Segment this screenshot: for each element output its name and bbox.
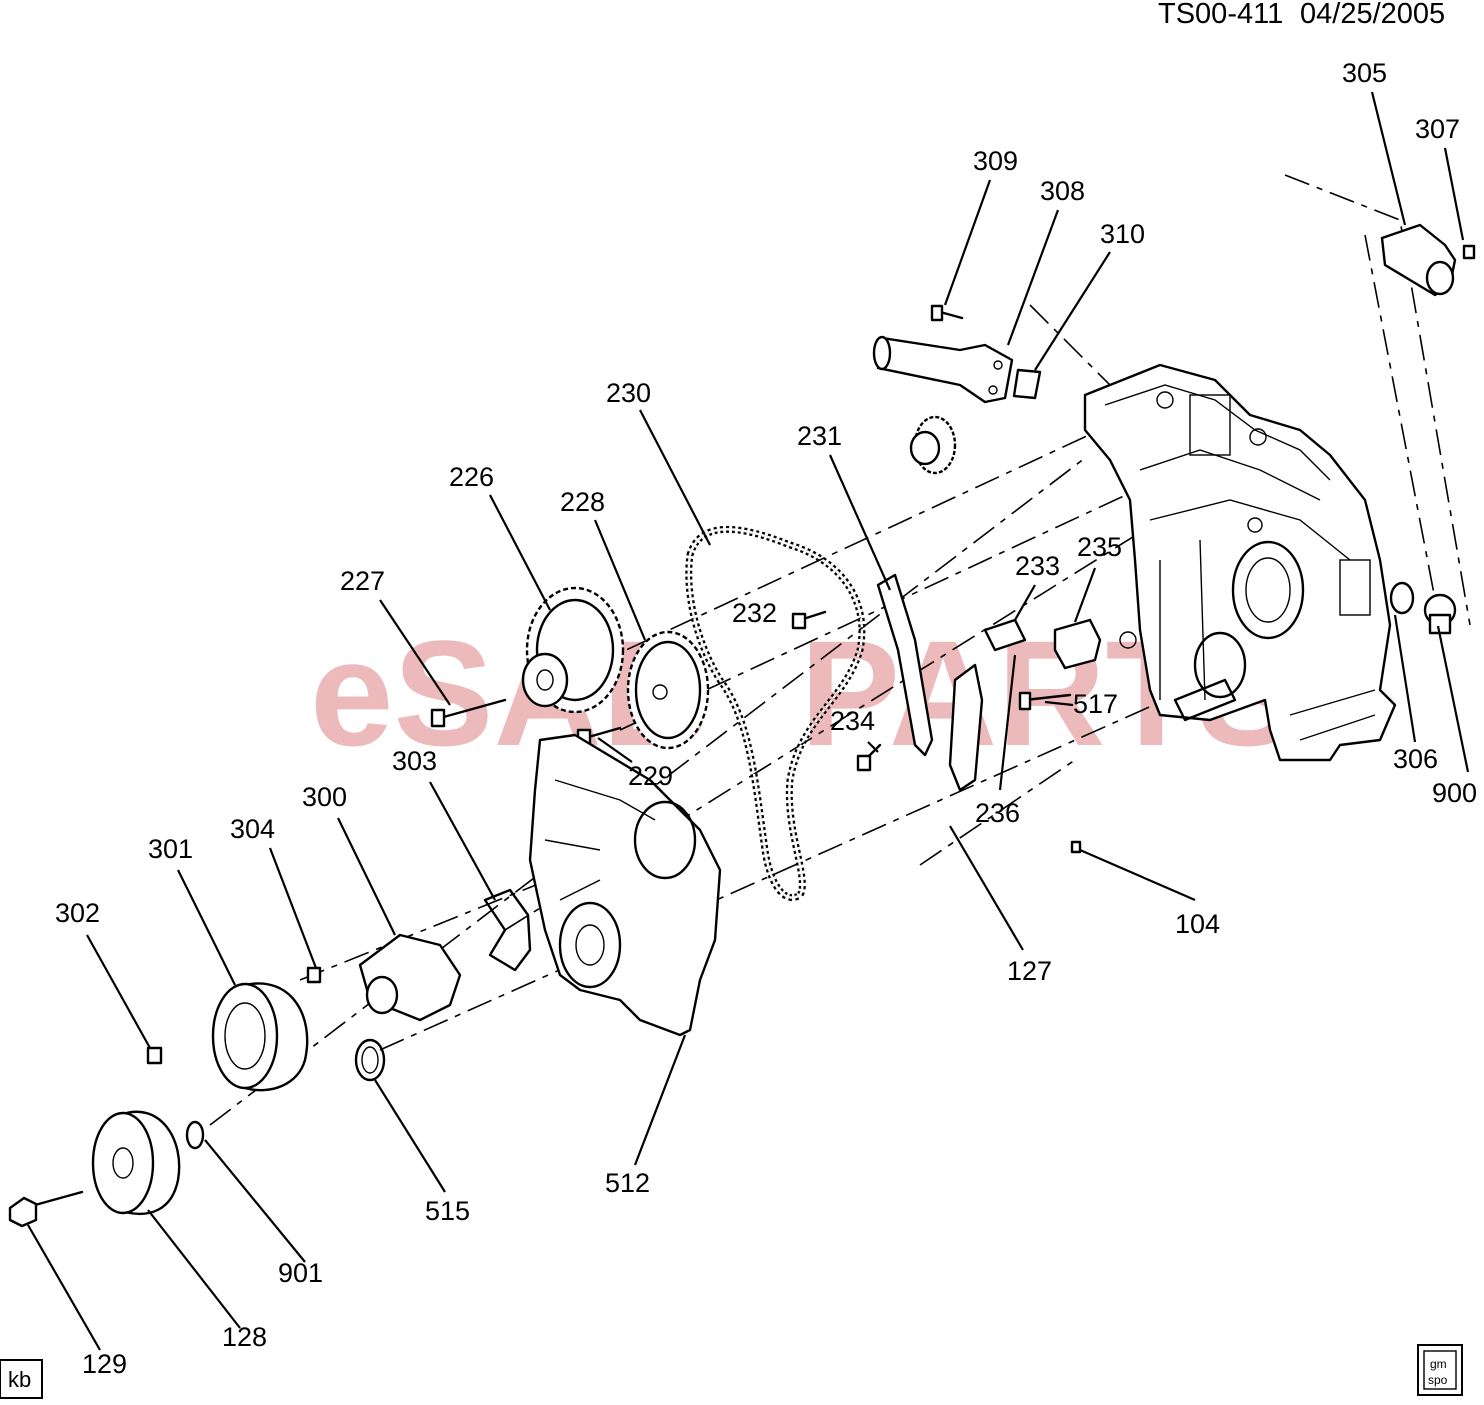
axis-thermostat	[1364, 234, 1441, 626]
callout-517: 517	[1073, 689, 1118, 719]
part-230-timing-chain	[685, 525, 866, 901]
callout-230: 230	[606, 378, 651, 408]
part-128-crank-balancer	[91, 1110, 181, 1216]
engine-block	[1083, 363, 1397, 762]
author-initials: kb	[8, 1367, 31, 1392]
callout-229: 229	[628, 761, 673, 791]
callout-104: 104	[1175, 909, 1220, 939]
callout-232: 232	[732, 598, 777, 628]
callout-228: 228	[560, 487, 605, 517]
callout-308: 308	[1040, 176, 1085, 206]
part-310-gasket	[1012, 368, 1042, 400]
part-512-front-cover	[528, 733, 722, 1037]
callout-306: 306	[1393, 744, 1438, 774]
axis-cover	[504, 519, 1161, 931]
callout-901: 901	[278, 1258, 323, 1288]
part-308-coolant-pipe	[872, 335, 1014, 404]
callout-233: 233	[1015, 551, 1060, 581]
diagram-id: TS00-411	[1158, 0, 1283, 30]
seal-bottom-text: spo	[1428, 1373, 1448, 1387]
part-303-gasket	[483, 888, 532, 972]
part-517-dowel-bolt	[1018, 691, 1072, 711]
callout-127: 127	[1007, 956, 1052, 986]
callout-305: 305	[1342, 58, 1387, 88]
part-307-bolt	[1462, 244, 1476, 260]
callout-302: 302	[55, 898, 100, 928]
diagram-date: 04/25/2005	[1300, 0, 1445, 30]
part-232-bolt	[791, 610, 827, 630]
callout-300: 300	[302, 782, 347, 812]
part-300-water-pump	[358, 933, 462, 1022]
callout-labels: 305 307 309 308 310 230 231 226 228 227 …	[55, 58, 1477, 1379]
callout-235: 235	[1077, 532, 1122, 562]
axis-thermostat-housing	[1284, 174, 1471, 626]
seal-top-text: gm	[1430, 1357, 1447, 1371]
axis-crank-sprocket	[919, 759, 1076, 866]
part-236-tensioner-shoe	[948, 663, 984, 792]
part-231-chain-guide	[876, 573, 934, 757]
part-302-bolt	[146, 1046, 163, 1065]
gm-spo-seal: gm spo	[1417, 1344, 1463, 1396]
part-234-bolt	[856, 743, 882, 772]
part-901-ring	[185, 1120, 205, 1150]
callout-301: 301	[148, 834, 193, 864]
part-305-thermostat-housing	[1380, 223, 1457, 297]
part-306-seal	[1389, 581, 1415, 615]
callout-310: 310	[1100, 219, 1145, 249]
callout-234: 234	[830, 706, 875, 736]
callout-512: 512	[605, 1168, 650, 1198]
part-515-seal	[354, 1038, 386, 1082]
part-228-cam-sprocket	[626, 630, 710, 750]
callout-309: 309	[973, 146, 1018, 176]
callout-129: 129	[82, 1349, 127, 1379]
callout-515: 515	[425, 1196, 470, 1226]
callout-307: 307	[1415, 114, 1460, 144]
callout-226: 226	[449, 462, 494, 492]
part-304-bolt	[306, 966, 322, 984]
part-301-pump-pulley	[211, 982, 309, 1092]
callout-236: 236	[975, 798, 1020, 828]
author-mark: kb	[0, 1359, 43, 1399]
part-900-thermostat	[1423, 593, 1457, 635]
part-129-crank-bolt	[8, 1190, 84, 1228]
part-235-tensioner-body	[1053, 618, 1102, 670]
part-226-cam-phaser	[521, 586, 625, 714]
callout-303: 303	[392, 746, 437, 776]
callout-227: 227	[340, 566, 385, 596]
axis-outlet	[1029, 304, 1111, 386]
part-127-crank-sprocket	[909, 415, 957, 475]
part-309-bolt	[930, 304, 964, 322]
callout-304: 304	[230, 814, 275, 844]
leader-lines	[27, 91, 1470, 1351]
part-227-bolt	[430, 698, 507, 728]
part-233-tensioner	[983, 618, 1027, 652]
part-104-key	[1070, 840, 1082, 854]
callout-231: 231	[797, 421, 842, 451]
callout-900: 900	[1432, 778, 1477, 808]
callout-128: 128	[222, 1322, 267, 1352]
